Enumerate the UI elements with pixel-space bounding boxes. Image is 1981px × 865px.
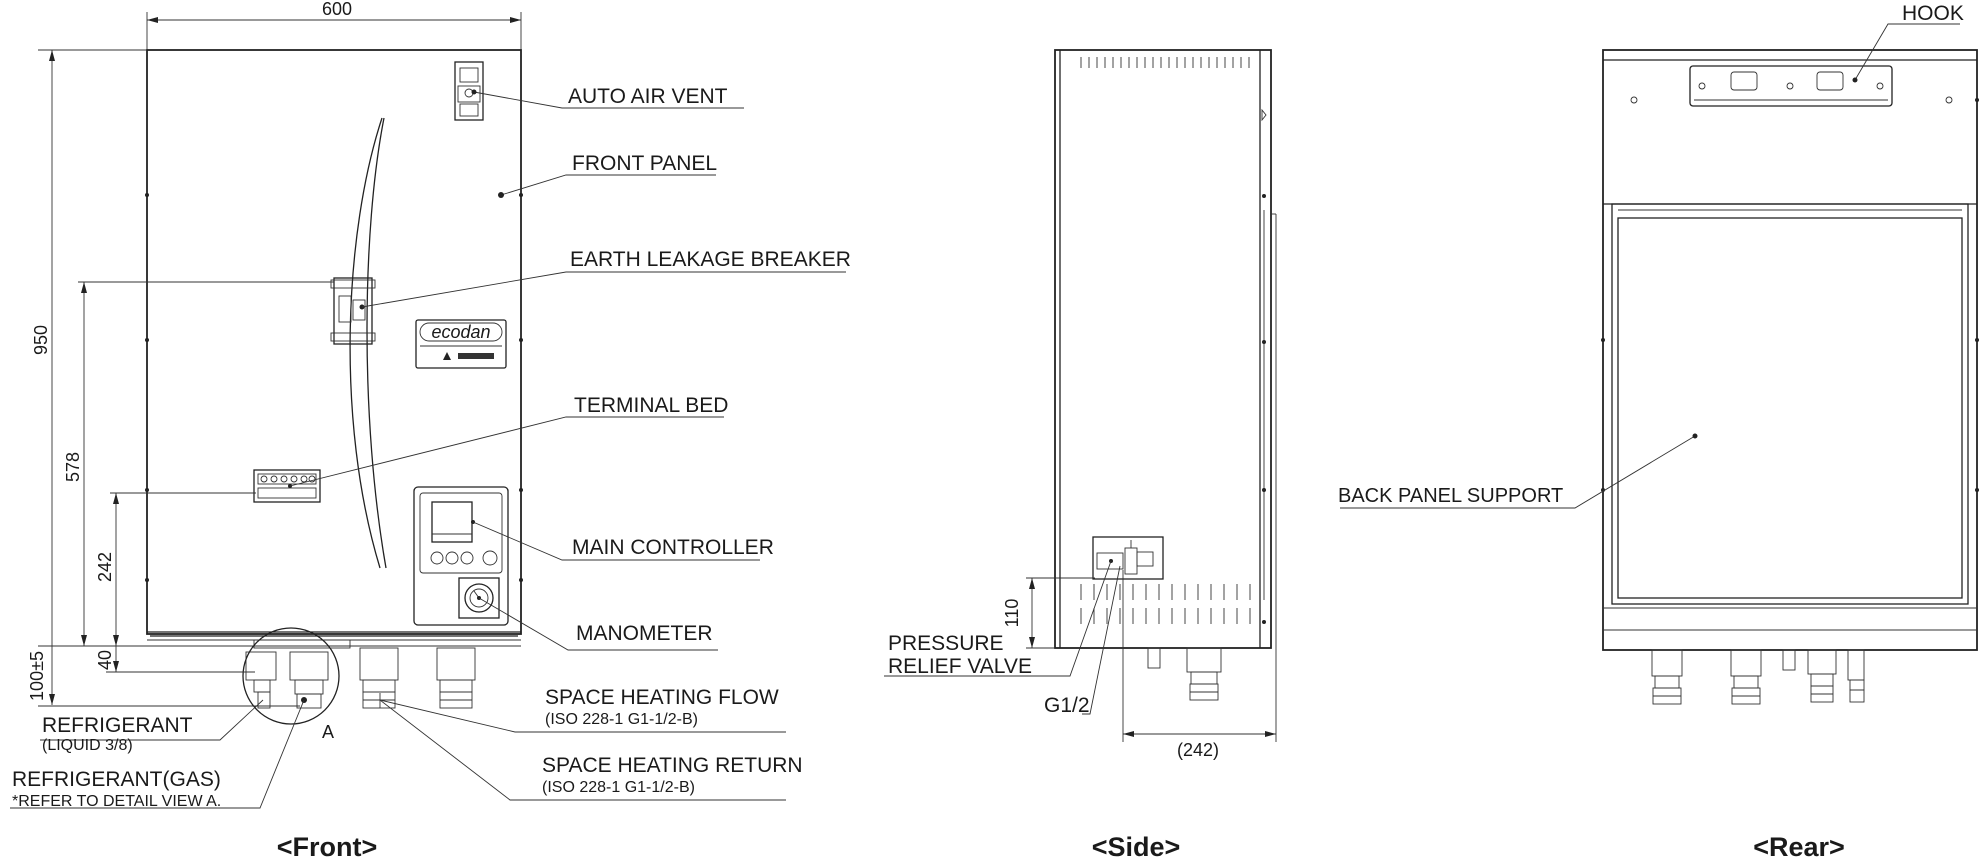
side-bottom-fittings bbox=[1147, 647, 1222, 701]
side-view: 110 (242) PRESSURE RELIEF VALVE G1/2 bbox=[884, 49, 1277, 760]
label-front-panel: FRONT PANEL bbox=[572, 152, 717, 175]
label-hook: HOOK bbox=[1902, 2, 1964, 25]
terminal-bed bbox=[253, 469, 321, 503]
side-bottom-vents bbox=[1080, 584, 1251, 624]
label-space-heating-return-spec: (ISO 228-1 G1-1/2-B) bbox=[542, 779, 695, 796]
dim-110: 110 bbox=[1002, 599, 1022, 628]
dim-side-242: (242) bbox=[1177, 740, 1219, 760]
manometer bbox=[458, 577, 500, 619]
front-leader-lines bbox=[10, 89, 846, 809]
rear-view: HOOK BACK PANEL SUPPORT bbox=[1338, 2, 1979, 705]
label-detail-note: *REFER TO DETAIL VIEW A. bbox=[12, 793, 221, 810]
leader-hook bbox=[1854, 23, 1960, 81]
label-space-heating-flow: SPACE HEATING FLOW bbox=[545, 686, 779, 709]
label-refrigerant: REFRIGERANT bbox=[42, 714, 193, 737]
front-curve-handle bbox=[349, 117, 387, 569]
pressure-relief-valve bbox=[1092, 536, 1164, 580]
label-terminal-bed: TERMINAL BED bbox=[574, 394, 728, 417]
label-space-heating-return: SPACE HEATING RETURN bbox=[542, 754, 803, 777]
front-vertical-dimensions bbox=[38, 49, 334, 707]
label-pressure-relief-valve-2: RELIEF VALVE bbox=[888, 655, 1032, 678]
main-controller bbox=[413, 486, 509, 626]
leader-back-panel-support bbox=[1340, 435, 1696, 509]
dim-578: 578 bbox=[63, 452, 83, 482]
view-title-side: <Side> bbox=[1092, 832, 1181, 862]
label-manometer: MANOMETER bbox=[576, 622, 713, 645]
rear-hook-bracket bbox=[1689, 65, 1893, 107]
label-main-controller: MAIN CONTROLLER bbox=[572, 536, 774, 559]
ecodan-logo: ecodan bbox=[415, 319, 507, 369]
label-detail-a: A bbox=[322, 722, 334, 742]
back-panel-support-frame bbox=[1611, 203, 1969, 605]
label-back-panel-support: BACK PANEL SUPPORT bbox=[1338, 485, 1563, 507]
leader-pressure-relief-valve bbox=[884, 560, 1112, 677]
detail-a-circle bbox=[242, 627, 340, 725]
rear-bottom-fittings bbox=[1651, 649, 1865, 705]
label-g12: G1/2 bbox=[1044, 694, 1090, 717]
dim-242: 242 bbox=[95, 552, 115, 582]
auto-air-vent bbox=[454, 61, 484, 121]
view-title-rear: <Rear> bbox=[1753, 832, 1845, 862]
front-view: 600 bbox=[10, 0, 851, 810]
label-refrigerant-gas: REFRIGERANT(GAS) bbox=[12, 768, 221, 791]
view-title-front: <Front> bbox=[277, 832, 378, 862]
label-space-heating-flow-spec: (ISO 228-1 G1-1/2-B) bbox=[545, 711, 698, 728]
front-bottom-fittings bbox=[242, 627, 476, 725]
ecodan-logo-text: ecodan bbox=[431, 322, 490, 342]
label-auto-air-vent: AUTO AIR VENT bbox=[568, 85, 728, 108]
side-top-vents bbox=[1080, 57, 1250, 68]
dim-100: 100±5 bbox=[27, 651, 47, 701]
dim-950: 950 bbox=[31, 325, 51, 355]
leader-g12 bbox=[1082, 565, 1121, 715]
label-earth-leakage-breaker: EARTH LEAKAGE BREAKER bbox=[570, 248, 851, 271]
dim-600: 600 bbox=[322, 0, 352, 19]
rear-cabinet bbox=[1602, 49, 1978, 651]
side-dim-110 bbox=[1026, 577, 1095, 649]
front-width-dimension bbox=[146, 12, 522, 52]
dim-40: 40 bbox=[95, 650, 115, 670]
label-refrigerant-liquid: (LIQUID 3/8) bbox=[42, 737, 133, 754]
side-dim-242 bbox=[1122, 570, 1277, 742]
label-pressure-relief-valve-1: PRESSURE bbox=[888, 632, 1004, 655]
